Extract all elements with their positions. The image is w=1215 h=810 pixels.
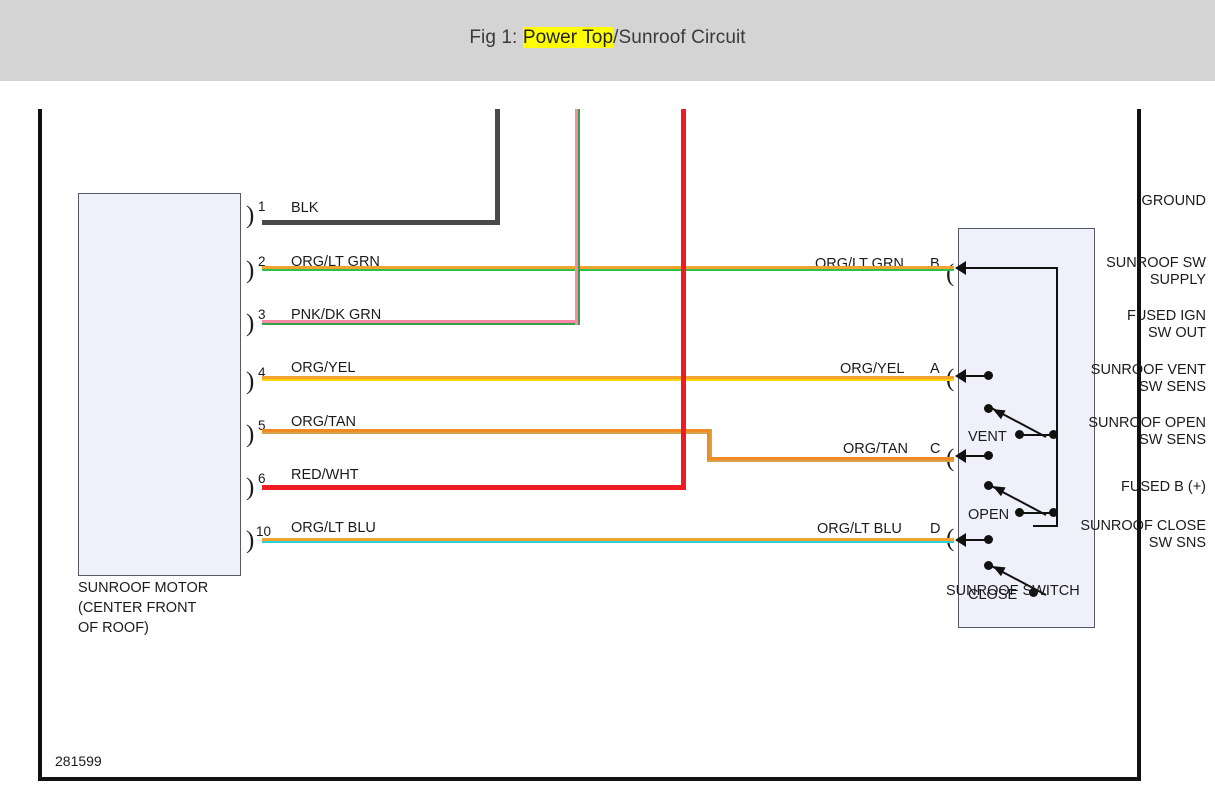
switch-wire-name-org-lt-blu: ORG/LT BLU: [817, 521, 902, 537]
wire-org-tan-step: [707, 429, 712, 462]
switch-contact-terminal-a: [984, 371, 993, 380]
figure-title-suffix: /Sunroof Circuit: [613, 27, 746, 48]
switch-terminal-letter-d: D: [930, 521, 941, 537]
switch-connector-bracket-b: (: [946, 260, 955, 287]
motor-pin-number-5: 5: [258, 418, 266, 433]
switch-lead-terminal-a: [966, 375, 990, 377]
motor-pin-number-3: 3: [258, 307, 266, 322]
switch-arrow-terminal-d: [955, 533, 966, 547]
switch-pivot-link-vent: [1019, 434, 1055, 436]
frame-left-border: [38, 109, 42, 781]
sunroof-switch-caption: SUNROOF SWITCH: [946, 583, 1080, 599]
wire-red-wht-vertical: [681, 109, 686, 490]
switch-arrow-terminal-c: [955, 449, 966, 463]
motor-pin-number-10: 10: [256, 524, 272, 539]
switch-contact-vent-upper: [984, 404, 993, 413]
figure-title-prefix: Fig 1:: [469, 27, 523, 48]
wire-name-org-yel: ORG/YEL: [291, 360, 356, 376]
motor-connector-bracket-10: ): [246, 527, 255, 554]
figure-title: Fig 1: Power Top/Sunroof Circuit: [0, 27, 1215, 49]
frame-right-border: [1137, 109, 1141, 781]
wire-org-tan-upper: [262, 429, 712, 434]
motor-pin-label-3: FUSED IGN SW OUT: [1127, 308, 1206, 341]
motor-connector-bracket-3: ): [246, 310, 255, 337]
switch-contact-terminal-d: [984, 535, 993, 544]
sunroof-motor-box[interactable]: [78, 193, 241, 576]
switch-terminal-letter-b: B: [930, 256, 940, 272]
figure-header-bar: Fig 1: Power Top/Sunroof Circuit: [0, 0, 1215, 81]
switch-common-bus: [1056, 267, 1058, 527]
switch-lead-terminal-b: [966, 267, 1058, 269]
switch-arrow-terminal-b: [955, 261, 966, 275]
wiring-diagram-canvas: GROUND SUNROOF SW SUPPLY FUSED IGN SW OU…: [0, 81, 1215, 810]
figure-title-highlight: Power Top: [522, 27, 614, 48]
frame-bottom-border: [38, 777, 1141, 781]
switch-label-open: OPEN: [968, 507, 1010, 523]
switch-contact-terminal-c: [984, 451, 993, 460]
wire-org-lt-blu: [262, 538, 954, 543]
switch-terminal-letter-c: C: [930, 441, 941, 457]
motor-pin-label-2: SUNROOF SW SUPPLY: [1106, 255, 1206, 288]
switch-lead-terminal-c: [966, 455, 990, 457]
wire-blk-vertical: [495, 109, 500, 225]
motor-connector-bracket-2: ): [246, 257, 255, 284]
switch-wire-name-org-yel: ORG/YEL: [840, 361, 905, 377]
wire-org-lt-grn: [262, 266, 954, 271]
motor-pin-label-1: GROUND: [1141, 193, 1206, 209]
motor-connector-bracket-5: ): [246, 421, 255, 448]
motor-connector-bracket-6: ): [246, 474, 255, 501]
switch-wire-name-org-tan: ORG/TAN: [843, 441, 908, 457]
switch-lead-terminal-d: [966, 539, 990, 541]
switch-pivot-close: [1029, 588, 1038, 597]
motor-pin-number-4: 4: [258, 365, 266, 380]
wire-name-org-lt-blu: ORG/LT BLU: [291, 520, 376, 536]
motor-pin-number-1: 1: [258, 199, 266, 214]
wire-name-blk: BLK: [291, 200, 319, 216]
sunroof-motor-caption: SUNROOF MOTOR (CENTER FRONT OF ROOF): [78, 580, 209, 636]
switch-contact-open-upper: [984, 481, 993, 490]
motor-connector-bracket-1: ): [246, 202, 255, 229]
wire-pnk-dk-grn-vertical: [575, 109, 580, 325]
wire-org-yel: [262, 376, 954, 381]
wire-red-wht-horizontal: [262, 485, 685, 490]
motor-connector-bracket-4: ): [246, 368, 255, 395]
switch-pivot-link-close: [1033, 525, 1058, 527]
figure-id-number: 281599: [55, 753, 102, 769]
switch-terminal-letter-a: A: [930, 361, 940, 377]
wire-name-red-wht: RED/WHT: [291, 467, 359, 483]
motor-pin-label-4: SUNROOF VENT SW SENS: [1090, 362, 1206, 395]
switch-contact-close-upper: [984, 561, 993, 570]
motor-pin-label-5: SUNROOF OPEN SW SENS: [1088, 415, 1206, 448]
wire-blk-horizontal: [262, 220, 500, 225]
wire-pnk-dk-grn-horizontal: [262, 320, 580, 325]
switch-pivot-link-open: [1019, 512, 1055, 514]
motor-pin-label-6: FUSED B (+): [1121, 479, 1206, 495]
wire-name-pnk-dk-grn: PNK/DK GRN: [291, 307, 382, 323]
switch-arrow-terminal-a: [955, 369, 966, 383]
switch-label-close: CLOSE: [968, 587, 1018, 603]
wire-org-tan-lower: [707, 457, 954, 462]
wire-name-org-tan: ORG/TAN: [291, 414, 356, 430]
motor-pin-number-2: 2: [258, 254, 266, 269]
motor-pin-label-10: SUNROOF CLOSE SW SNS: [1080, 518, 1206, 551]
motor-pin-number-6: 6: [258, 471, 266, 486]
switch-label-vent: VENT: [968, 429, 1007, 445]
